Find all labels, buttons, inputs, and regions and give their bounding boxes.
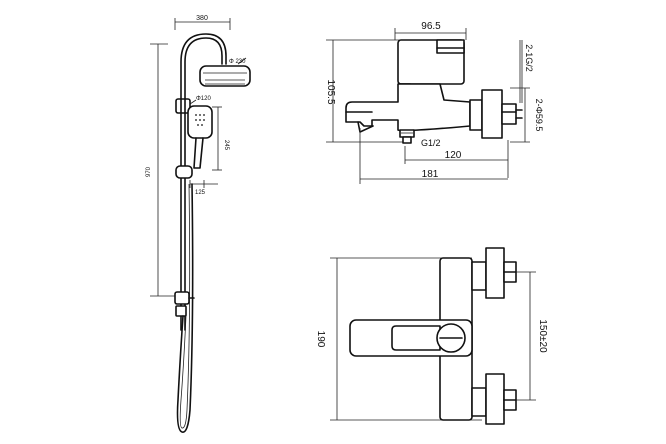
height-label: 105.5 [325,79,336,104]
hand-shower-diameter-label: Φ120 [196,96,211,102]
outlet-thread-label: G1/2 [421,138,441,148]
length-label: 190 [315,331,326,348]
spout-to-wall-label: 120 [445,150,462,161]
handle-offset-label: 125 [195,190,206,196]
head-diameter-label: Φ 230 [229,59,246,65]
faucet-side-view: 96.5 105.5 G1/2 2-1G/2 2-Φ59 [325,21,544,184]
inlet-thread-label: 2-1G/2 [524,44,534,72]
total-depth-label: 181 [422,169,439,180]
faucet-top-view: 190 150±20 [315,247,548,425]
shower-hose [176,183,194,433]
overhead-width-label: 380 [196,15,208,22]
overhead-shower-head [199,65,251,87]
body-width-label: 96.5 [421,21,441,32]
inlet-diameter-label: 2-Φ59.5 [534,99,544,132]
hand-shower [187,105,213,169]
shower-column-drawing: 380 Φ 230 Φ120 245 [146,15,251,433]
hand-shower-length-label: 245 [223,140,229,151]
total-height-label: 970 [146,166,152,177]
center-distance-label: 150±20 [537,319,548,353]
